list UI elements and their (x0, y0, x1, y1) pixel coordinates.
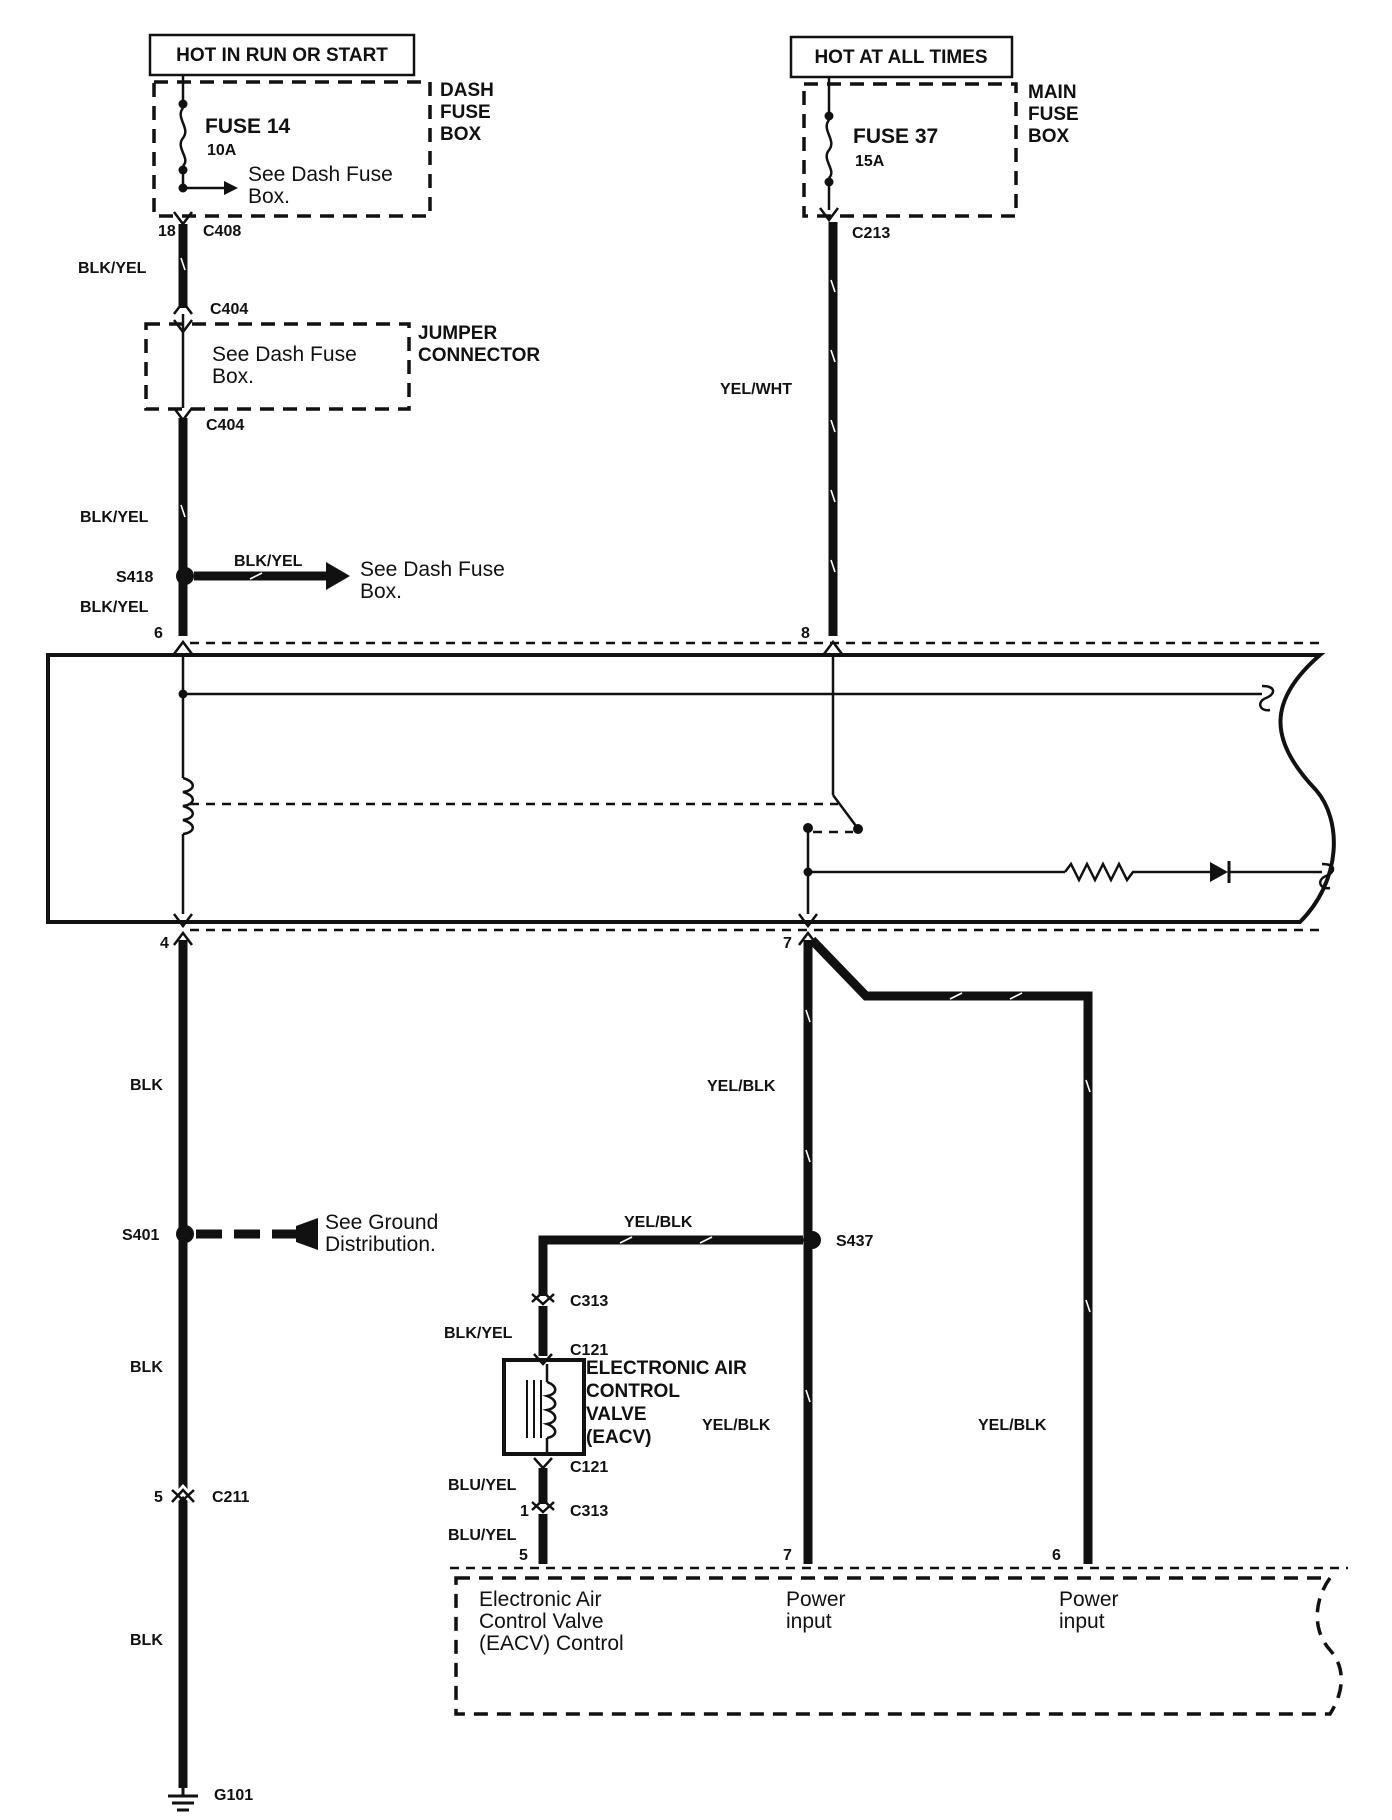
arrow-right-icon (224, 181, 238, 195)
c121-bottom-label: C121 (570, 1459, 608, 1476)
wire-label-blu-yel-2: BLU/YEL (448, 1527, 517, 1544)
dash-fuse-box-label-3: BOX (440, 124, 482, 145)
ecm-pin-6: 6 (1052, 1547, 1061, 1564)
relay-pin-6: 6 (154, 625, 163, 642)
s401-ref-line2: Distribution. (325, 1233, 436, 1256)
relay-pin-4: 4 (160, 935, 169, 952)
wire-label-blk-yel-2: BLK/YEL (80, 509, 149, 526)
wire-label-yel-blk-1: YEL/BLK (707, 1078, 776, 1095)
fuse-37-name: FUSE 37 (853, 125, 938, 148)
arrow-right-icon-s418 (326, 562, 350, 590)
dash-fuse-ref-line2: Box. (248, 185, 290, 208)
fuse-37-rating: 15A (855, 153, 885, 170)
s418-ref-line1: See Dash Fuse (360, 558, 505, 581)
ecm-mid-line2: input (786, 1610, 832, 1633)
s418-ref-line2: Box. (360, 580, 402, 603)
splice-s401 (176, 1225, 194, 1243)
hot-in-run-box (148, 33, 416, 77)
splice-s418 (176, 567, 194, 585)
wire-label-blk-yel-1: BLK/YEL (78, 260, 147, 277)
hot-at-all-times-label: HOT AT ALL TIMES (814, 47, 987, 68)
ecm-mid-line1: Power (786, 1588, 846, 1611)
c211-pin: 5 (154, 1489, 163, 1506)
c404-bottom-label: C404 (206, 417, 244, 434)
main-fuse-box-label-1: MAIN (1028, 82, 1077, 103)
fuse-14-name: FUSE 14 (205, 115, 291, 138)
pin-18: 18 (158, 223, 176, 240)
jumper-label-1: JUMPER (418, 323, 497, 344)
eacv-label-1: ELECTRONIC AIR (586, 1358, 747, 1379)
wire-label-yel-blk-horiz: YEL/BLK (624, 1214, 693, 1231)
splice-s437 (803, 1231, 821, 1249)
ecm-left-line1: Electronic Air (479, 1588, 602, 1611)
fuse-14-rating: 10A (207, 142, 237, 159)
jumper-ref-line2: Box. (212, 365, 254, 388)
g101-label: G101 (214, 1787, 253, 1804)
c211-label: C211 (212, 1489, 249, 1506)
s401-label: S401 (122, 1227, 159, 1244)
hot-at-all-times-box (789, 35, 1014, 79)
fuse-14-symbol (179, 107, 187, 167)
wire-label-yel-blk-3: YEL/BLK (978, 1417, 1047, 1434)
jumper-ref-line1: See Dash Fuse (212, 343, 357, 366)
eacv-label-3: VALVE (586, 1404, 647, 1425)
relay-switch-contact (853, 824, 863, 834)
ecm-right-line1: Power (1059, 1588, 1119, 1611)
dash-fuse-box (152, 80, 432, 218)
hot-in-run-label: HOT IN RUN OR START (176, 45, 388, 66)
main-fuse-box-label-3: BOX (1028, 126, 1070, 147)
c313-bottom-pin: 1 (520, 1503, 529, 1520)
ground-icon (168, 1788, 198, 1812)
wire-label-blu-yel-1: BLU/YEL (448, 1477, 517, 1494)
wire-label-yel-wht: YEL/WHT (720, 381, 792, 398)
dash-fuse-box-label-2: FUSE (440, 102, 491, 123)
dash-fuse-ref-line1: See Dash Fuse (248, 163, 393, 186)
c313-bottom-label: C313 (570, 1503, 608, 1520)
eacv-label-2: CONTROL (586, 1381, 680, 1402)
wire-label-blk-yel-valve: BLK/YEL (444, 1325, 513, 1342)
wire-label-blk-yel-3: BLK/YEL (80, 599, 149, 616)
wire-label-blk-3: BLK (130, 1632, 163, 1649)
jumper-connector-box (144, 322, 411, 411)
dash-fuse-box-label-1: DASH (440, 80, 494, 101)
c313-top-label: C313 (570, 1293, 608, 1310)
relay-body (46, 653, 1336, 924)
s418-label: S418 (116, 569, 153, 586)
relay-pin-7: 7 (783, 935, 792, 952)
main-fuse-box-label-2: FUSE (1028, 104, 1079, 125)
wire-label-blk-2: BLK (130, 1359, 163, 1376)
wire-yel-blk-horiz (538, 1235, 803, 1296)
c404-top-label: C404 (210, 301, 248, 318)
s401-ref-line1: See Ground (325, 1211, 438, 1234)
c213-label: C213 (852, 225, 890, 242)
diode-symbol (1210, 862, 1228, 882)
ecm-left-line2: Control Valve (479, 1610, 604, 1633)
c121-top-label: C121 (570, 1342, 608, 1359)
ground-connector-icon (296, 1218, 318, 1250)
c408-label: C408 (203, 223, 241, 240)
ecm-left-line3: (EACV) Control (479, 1632, 624, 1655)
relay-coil-symbol (182, 776, 194, 836)
wire-yel-blk-branch (808, 936, 1093, 1564)
ecm-right-line2: input (1059, 1610, 1105, 1633)
wire-label-blk-1: BLK (130, 1077, 163, 1094)
eacv-valve-box (502, 1358, 586, 1456)
eacv-coil-symbol (542, 1380, 557, 1440)
eacv-label-4: (EACV) (586, 1427, 651, 1448)
jumper-label-2: CONNECTOR (418, 345, 540, 366)
resistor-symbol (1064, 861, 1210, 883)
fuse-37-symbol (825, 119, 833, 179)
ecm-pin-5: 5 (519, 1547, 528, 1564)
ecm-box (454, 1576, 1343, 1716)
s437-label: S437 (836, 1233, 873, 1250)
ecm-pin-7: 7 (783, 1547, 792, 1564)
relay-pin-8: 8 (801, 625, 810, 642)
main-fuse-box (802, 82, 1018, 218)
wire-label-yel-blk-2: YEL/BLK (702, 1417, 771, 1434)
wire-label-blk-yel-branch: BLK/YEL (234, 553, 303, 570)
